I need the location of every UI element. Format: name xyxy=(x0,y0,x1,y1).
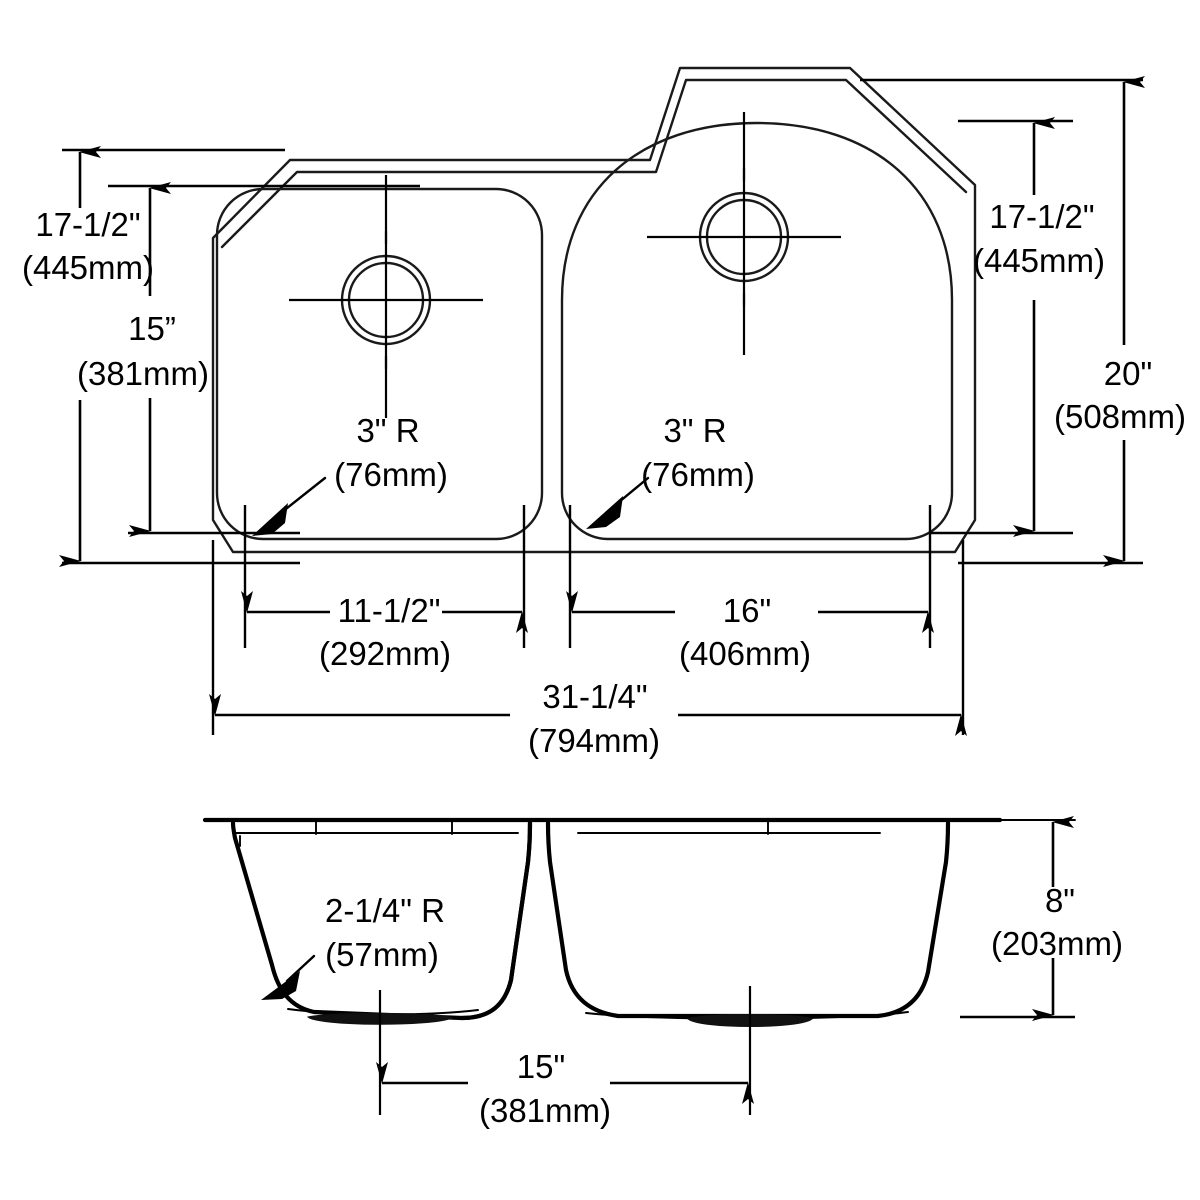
dim-left-17-5-metric: (445mm) xyxy=(22,249,154,286)
leader-bottom-radius xyxy=(285,954,316,983)
callout-bowl-bottom-radius: 2-1/4" R (57mm) xyxy=(261,892,445,1000)
dim-bottom-radius-imperial: 2-1/4" R xyxy=(325,892,445,929)
dim-right-20-group: 20" (508mm) xyxy=(1054,76,1186,567)
dim-left-17-5-group: 17-1/2" (445mm) xyxy=(22,146,154,567)
dim-drain-spacing-metric: (381mm) xyxy=(479,1092,611,1129)
left-bowl-outline xyxy=(215,187,544,541)
dim-bowl-height-imperial: 8" xyxy=(1045,882,1075,919)
dim-overall-width-imperial: 31-1/4" xyxy=(542,678,647,715)
dim-right-radius-imperial: 3" R xyxy=(663,412,726,449)
dim-right-radius-metric: (76mm) xyxy=(641,456,755,493)
right-bowl-outline xyxy=(560,121,954,541)
left-drain-hole xyxy=(289,175,483,418)
dim-right-bowl-width-imperial: 16" xyxy=(723,592,771,629)
sink-rim-offset-line xyxy=(220,78,968,249)
dim-left-15-group: 15” (381mm) xyxy=(77,182,209,537)
front-section-view: 2-1/4" R (57mm) 8" (203mm) 15" (381mm) xyxy=(202,816,1123,1129)
dim-left-17-5-imperial: 17-1/2" xyxy=(35,206,140,243)
dim-right-17-5-metric: (445mm) xyxy=(973,242,1105,279)
dim-drain-spacing-group: 15" (381mm) xyxy=(376,1048,754,1129)
leader-arrow-left-radius xyxy=(252,503,288,536)
dim-bottom-radius-metric: (57mm) xyxy=(325,936,439,973)
dim-left-radius-imperial: 3" R xyxy=(356,412,419,449)
callout-left-radius: 3" R (76mm) xyxy=(252,412,448,536)
leader-arrow-bottom-radius xyxy=(261,971,300,1000)
sink-outer-outline xyxy=(211,66,977,554)
right-drain-hole xyxy=(647,112,841,355)
dim-drain-spacing-imperial: 15" xyxy=(517,1048,565,1085)
dim-left-15-metric: (381mm) xyxy=(77,355,209,392)
dim-left-bowl-width-imperial: 11-1/2" xyxy=(338,592,441,629)
top-view: 17-1/2" (445mm) 15” (381mm) 17-1/2" (445… xyxy=(22,66,1186,759)
dim-right-20-imperial: 20" xyxy=(1104,355,1152,392)
leader-arrow-right-radius xyxy=(586,496,623,529)
callout-right-radius: 3" R (76mm) xyxy=(586,412,755,529)
dim-left-bowl-width-metric: (292mm) xyxy=(319,635,451,672)
dim-right-20-metric: (508mm) xyxy=(1054,398,1186,435)
dim-bowl-height-metric: (203mm) xyxy=(991,925,1123,962)
dim-right-bowl-width-metric: (406mm) xyxy=(679,635,811,672)
dim-left-15-imperial: 15” xyxy=(128,310,176,347)
dim-left-radius-metric: (76mm) xyxy=(334,456,448,493)
dim-left-bowl-width-group: 11-1/2" (292mm) xyxy=(241,591,528,672)
section-right-bowl xyxy=(545,820,951,1019)
dim-right-bowl-width-group: 16" (406mm) xyxy=(566,591,934,672)
dim-bowl-height-group: 8" (203mm) xyxy=(991,816,1123,1021)
dim-overall-width-metric: (794mm) xyxy=(528,722,660,759)
dim-overall-width-group: 31-1/4" (794mm) xyxy=(209,678,967,759)
section-center-divider xyxy=(459,820,533,1021)
dim-right-17-5-group: 17-1/2" (445mm) xyxy=(973,117,1105,537)
dim-right-17-5-imperial: 17-1/2" xyxy=(989,198,1094,235)
